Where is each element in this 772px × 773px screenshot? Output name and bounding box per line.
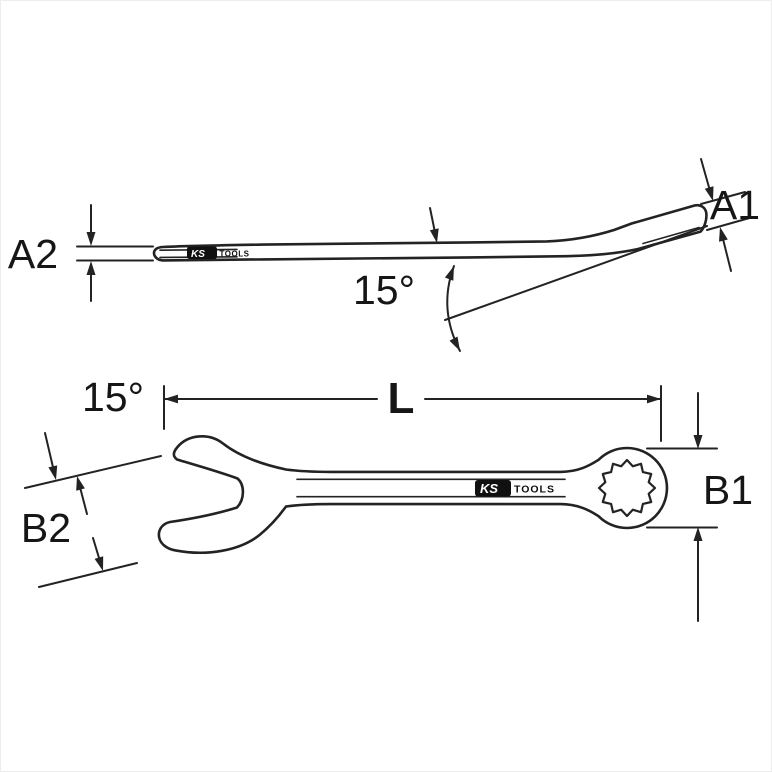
- a1-extension-line-bottom: [706, 216, 754, 231]
- brand-ks-text: KS: [480, 481, 498, 496]
- wrench-side-outline: [152, 203, 708, 262]
- a2-arrow-up-icon: [86, 261, 96, 275]
- b2-arrow-upper-icon: [76, 476, 85, 491]
- a2-label: A2: [8, 231, 58, 277]
- brand-logo-badge: [475, 480, 511, 497]
- a1-dimension-line-lower: [722, 239, 732, 272]
- brand-logo-top: KS TOOLS: [475, 480, 555, 497]
- b1-arrow-down-icon: [693, 435, 703, 449]
- brand-ks-text: KS: [191, 249, 205, 260]
- l-label: L: [388, 374, 415, 423]
- top-view-group: L KS TOOLS 15° B2 B1: [21, 374, 753, 622]
- a1-dimension-line-upper: [700, 158, 711, 189]
- side-view-group: A2 KS TOOLS 15° A1: [8, 158, 760, 352]
- a1-arrow-lower-icon: [719, 227, 728, 242]
- a1-label: A1: [710, 182, 760, 228]
- a1-extension-line-top: [700, 191, 746, 205]
- angle-side-arc-arrow-lower-icon: [449, 336, 460, 351]
- b2-arrow-lower-icon: [94, 556, 104, 571]
- angle-side-leader-line: [429, 207, 436, 231]
- brand-logo-side: KS TOOLS: [187, 246, 250, 260]
- ring-12-point-socket: [597, 458, 657, 518]
- b2-dimension-line-upper: [79, 488, 88, 515]
- brand-logo-badge: [187, 246, 217, 259]
- side-head-chamfer-line: [642, 226, 700, 245]
- angle-side-arc-arrow-upper-icon: [444, 266, 454, 281]
- angle-side-leader-arrow-icon: [429, 228, 439, 243]
- angle-side-reference-line: [444, 225, 708, 321]
- a1-arrow-upper-icon: [704, 186, 714, 201]
- l-arrow-right-icon: [647, 394, 661, 404]
- angle-side-label: 15°: [353, 267, 415, 313]
- b2-label: B2: [21, 505, 71, 551]
- b1-label: B1: [703, 467, 753, 513]
- l-arrow-left-icon: [164, 394, 178, 404]
- b2-dimension-line-lower: [92, 537, 100, 559]
- angle-top-leader-line: [44, 432, 54, 468]
- b2-extension-line-lower: [38, 562, 138, 588]
- brand-tools-text: TOOLS: [220, 250, 250, 259]
- b2-extension-line-upper: [24, 455, 162, 489]
- b1-arrow-up-icon: [693, 527, 703, 541]
- wrench-top-outline: [157, 435, 669, 554]
- a2-arrow-down-icon: [86, 232, 96, 246]
- angle-top-label: 15°: [82, 374, 144, 420]
- angle-top-leader-arrow-icon: [48, 465, 58, 480]
- brand-tools-text: TOOLS: [514, 484, 555, 496]
